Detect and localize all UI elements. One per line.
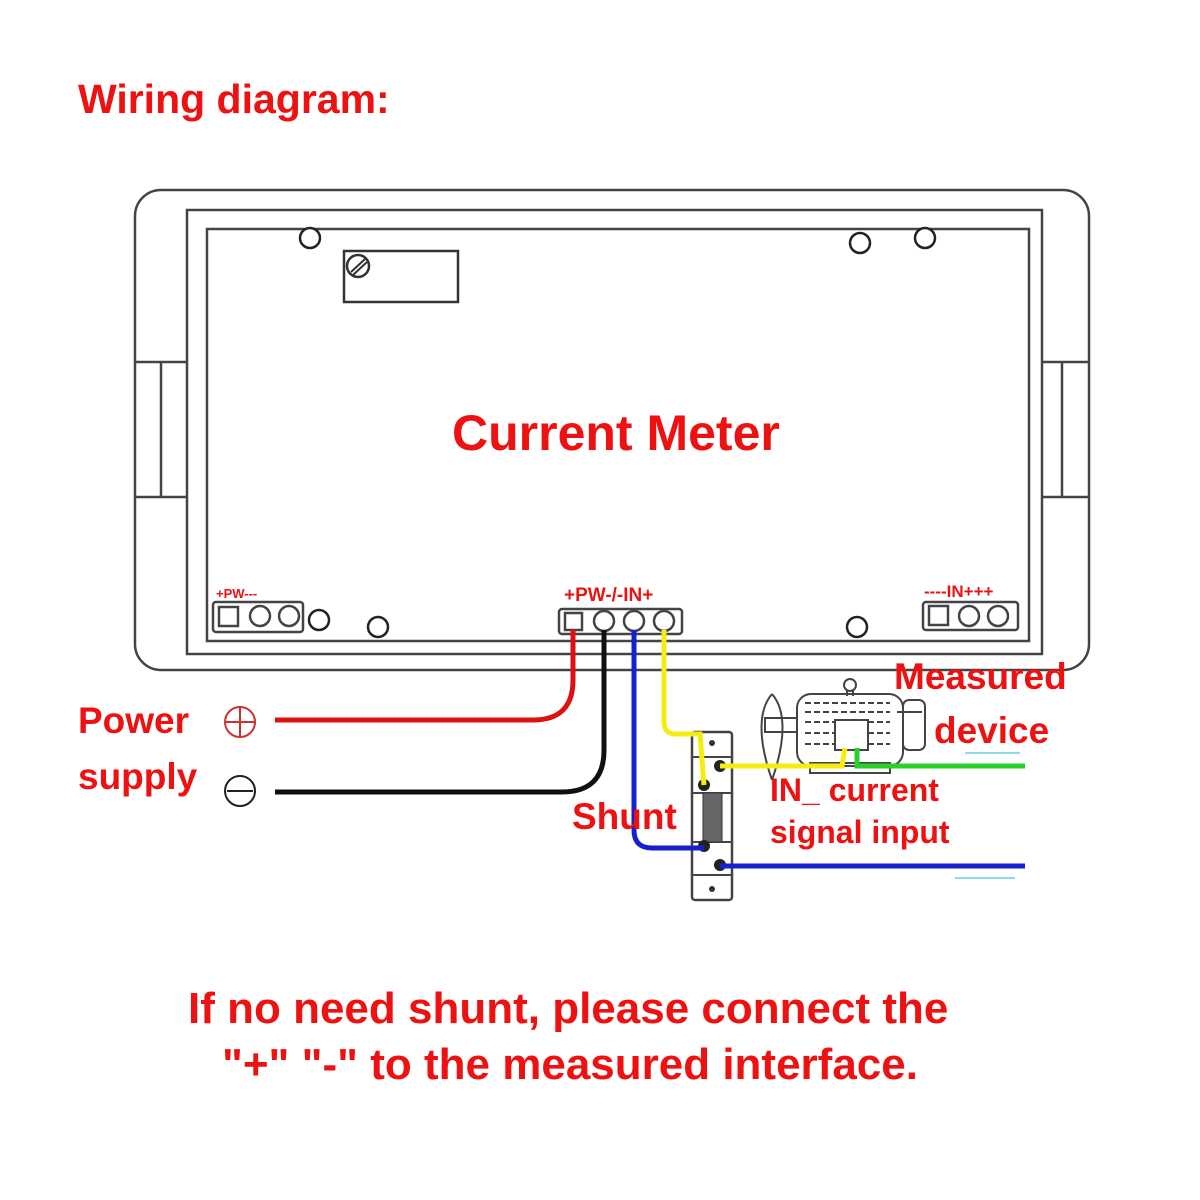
- power-supply-label-line1: Power: [78, 700, 190, 741]
- shunt-resistor: [690, 730, 734, 902]
- note-line2: "+" "-" to the measured interface.: [222, 1040, 918, 1089]
- wire-device-return: [854, 748, 1025, 769]
- wire-power-negative: [275, 630, 607, 795]
- meter-bezel: [185, 208, 1044, 656]
- adjustment-potentiometer: [342, 249, 460, 304]
- mounting-hole: [298, 226, 322, 250]
- meter-outer-frame: [133, 188, 1091, 672]
- shunt-label: Shunt: [572, 796, 677, 837]
- mounting-holes: [298, 226, 937, 639]
- measured-device-label-line1: Measured: [894, 656, 1067, 697]
- terminal-block-left: [211, 600, 305, 634]
- terminal-label-center: +PW-/-IN+: [564, 585, 654, 606]
- terminal-label-right: ----IN+++: [924, 582, 994, 601]
- terminal-label-left: +PW---: [216, 586, 258, 601]
- mounting-hole: [366, 615, 390, 639]
- measured-device-label-line2: device: [934, 710, 1050, 751]
- meter-name-label: Current Meter: [452, 405, 780, 461]
- wire-in-negative: [631, 630, 704, 851]
- mounting-hole: [307, 608, 331, 632]
- minus-circle-icon: [224, 775, 256, 807]
- note-line1: If no need shunt, please connect the: [188, 984, 949, 1033]
- terminal-block-right: [921, 600, 1020, 632]
- plus-circle-icon: [224, 706, 256, 738]
- power-supply-label-line2: supply: [78, 756, 198, 797]
- wire-in-positive: [661, 630, 707, 786]
- signal-input-label-line1: IN_ current: [770, 772, 939, 808]
- mounting-hole: [848, 231, 872, 255]
- diagram-title: Wiring diagram:: [78, 76, 390, 122]
- meter-inner-panel: [205, 227, 1031, 643]
- wire-power-positive: [275, 630, 576, 723]
- mounting-hole: [845, 615, 869, 639]
- wire-in-positive-motor: [720, 747, 848, 769]
- signal-input-label-line2: signal input: [770, 814, 950, 850]
- mounting-hole: [913, 226, 937, 250]
- meter-housing: [133, 188, 1091, 672]
